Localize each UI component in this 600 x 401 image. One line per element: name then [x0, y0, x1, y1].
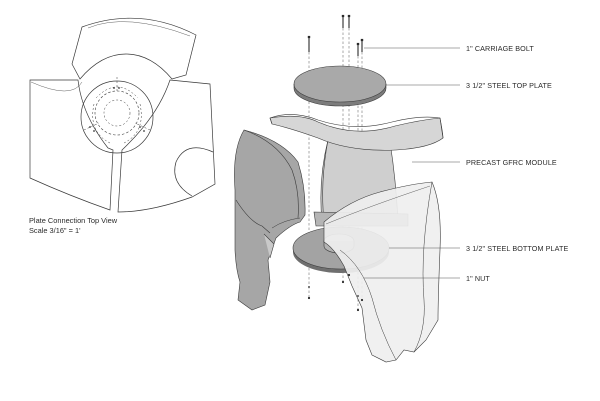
label-gfrc-module: PRECAST GFRC MODULE	[466, 158, 557, 167]
plan-right-module	[117, 79, 216, 213]
plan-inner-ring	[94, 90, 140, 136]
label-bottom-plate: 3 1/2" STEEL BOTTOM PLATE	[466, 244, 569, 253]
label-carriage-bolt: 1" CARRIAGE BOLT	[466, 44, 534, 53]
carriage-bolts	[307, 14, 364, 56]
plan-view-caption-scale: Scale 3/16" = 1'	[29, 226, 81, 235]
label-top-plate: 3 1/2" STEEL TOP PLATE	[466, 81, 552, 90]
plan-view	[29, 17, 216, 213]
plan-left-module	[29, 79, 114, 211]
gfrc-module-right	[323, 181, 441, 363]
label-nut: 1" NUT	[466, 274, 490, 283]
nuts	[307, 273, 364, 312]
plan-view-caption-title: Plate Connection Top View	[29, 216, 118, 225]
plan-outer-plate	[80, 80, 154, 154]
steel-top-plate	[293, 65, 387, 107]
gfrc-module-left	[234, 129, 306, 311]
plan-top-module	[71, 17, 197, 80]
leader-lines	[364, 47, 460, 279]
